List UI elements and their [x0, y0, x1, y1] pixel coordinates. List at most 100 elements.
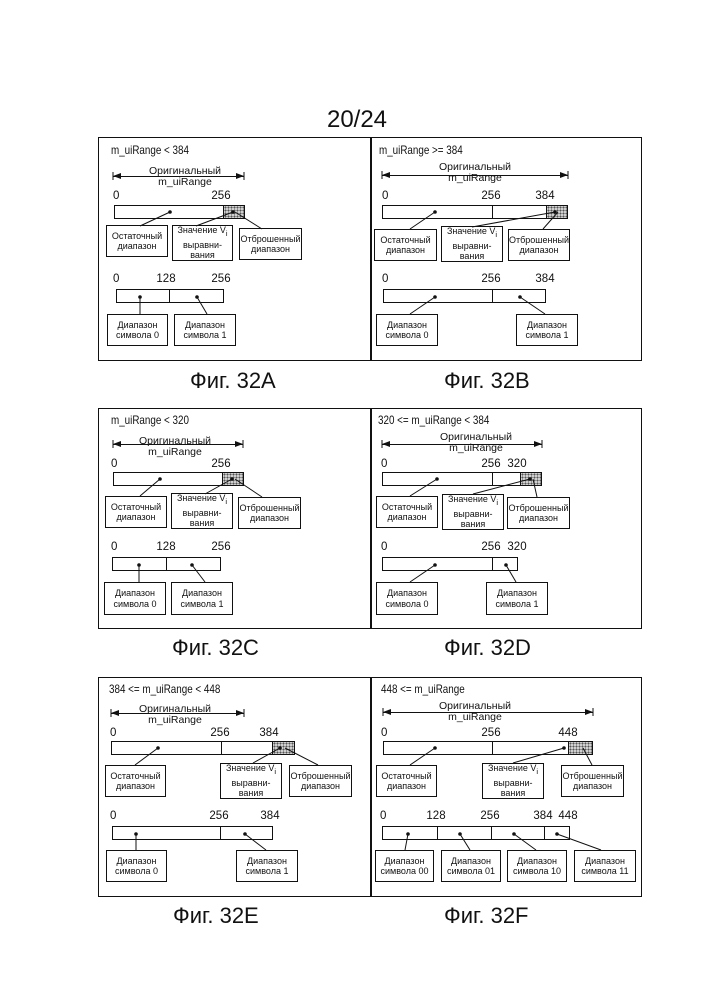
original-range-label: Оригинальныйm_uiRange	[415, 162, 535, 184]
original-range-arrow	[113, 176, 244, 177]
alignment-value-box: Значение Viвыравни-вания	[171, 493, 233, 529]
bar-divider	[437, 827, 438, 839]
symbol-1-box: Диапазонсимвола 1	[516, 314, 578, 346]
symbol-0-box: Диапазонсимвола 0	[106, 850, 167, 882]
tick-label: 128	[156, 273, 175, 285]
symbol-0-box: Диапазонсимвола 0	[376, 582, 438, 615]
range-bar	[111, 741, 295, 755]
tick-label: 256	[481, 273, 500, 285]
tick-label: 256	[211, 273, 230, 285]
original-range-label: Оригинальныйm_uiRange	[115, 704, 235, 726]
symbol-00-box: Диапазонсимвола 00	[375, 850, 434, 882]
original-range-arrow	[111, 713, 244, 714]
tick-label: 0	[381, 541, 387, 553]
discarded-area	[546, 206, 567, 218]
original-range-arrow	[382, 444, 542, 445]
condition-label: m_uiRange < 384	[111, 143, 189, 157]
discarded-area	[568, 742, 592, 754]
original-range-arrow	[113, 444, 243, 445]
symbol-range-bar	[383, 289, 546, 303]
tick-label: 0	[111, 541, 117, 553]
bar-divider	[492, 742, 493, 754]
bar-divider	[544, 827, 545, 839]
tick-label: 320	[507, 541, 526, 553]
residual-range-box: Остаточныйдиапазон	[374, 229, 437, 261]
condition-label: 448 <= m_uiRange	[381, 682, 465, 696]
tick-label: 256	[481, 458, 500, 470]
discarded-range-box: Отброшенныйдиапазон	[238, 497, 301, 529]
tick-label: 128	[156, 541, 175, 553]
original-range-label: Оригинальныйm_uiRange	[416, 432, 536, 454]
tick-label: 128	[426, 810, 445, 822]
bar-divider	[492, 473, 493, 485]
bar-divider	[166, 558, 167, 570]
figure-caption: Фиг. 32B	[444, 368, 530, 394]
symbol-11-box: Диапазонсимвола 11	[574, 850, 636, 882]
bar-divider	[221, 742, 222, 754]
range-bar	[382, 472, 542, 486]
range-bar	[113, 472, 244, 486]
tick-label: 256	[211, 190, 230, 202]
range-bar	[383, 741, 593, 755]
tick-label: 256	[481, 541, 500, 553]
tick-label: 0	[111, 458, 117, 470]
tick-label: 256	[480, 810, 499, 822]
symbol-range-bar	[382, 557, 518, 571]
symbol-range-bar	[116, 289, 224, 303]
tick-label: 0	[113, 273, 119, 285]
discarded-range-box: Отброшенныйдиапазон	[289, 765, 352, 797]
page-number: 20/24	[0, 106, 714, 134]
bar-divider	[169, 290, 170, 302]
symbol-10-box: Диапазонсимвола 10	[507, 850, 567, 882]
discarded-range-box: Отброшенныйдиапазон	[508, 229, 570, 261]
discarded-range-box: Отброшенныйдиапазон	[561, 765, 624, 797]
symbol-1-box: Диапазонсимвола 1	[174, 314, 236, 346]
figure-caption: Фиг. 32C	[172, 635, 259, 661]
tick-label: 256	[210, 727, 229, 739]
condition-label: 384 <= m_uiRange < 448	[109, 682, 220, 696]
tick-label: 0	[381, 727, 387, 739]
alignment-value-box: Значение Viвыравни-вания	[482, 763, 544, 799]
bar-divider	[220, 827, 221, 839]
tick-label: 0	[110, 727, 116, 739]
bar-divider	[491, 827, 492, 839]
symbol-1-box: Диапазонсимвола 1	[171, 582, 233, 615]
residual-range-box: Остаточныйдиапазон	[106, 225, 168, 257]
symbol-range-bar	[112, 826, 273, 840]
symbol-0-box: Диапазонсимвола 0	[376, 314, 438, 346]
tick-label: 448	[558, 810, 577, 822]
tick-label: 320	[507, 458, 526, 470]
symbol-0-box: Диапазонсимвола 0	[107, 314, 168, 346]
alignment-value-box: Значение Viвыравни-вания	[442, 494, 504, 530]
alignment-value-box: Значение Viвыравни-вания	[441, 226, 503, 262]
discarded-area	[272, 742, 294, 754]
original-range-label: Оригинальныйm_uiRange	[115, 436, 235, 458]
tick-label: 256	[481, 190, 500, 202]
tick-label: 256	[211, 541, 230, 553]
symbol-range-bar	[382, 826, 570, 840]
discarded-range-box: Отброшенныйдиапазон	[507, 497, 570, 529]
symbol-range-bar	[112, 557, 221, 571]
tick-label: 0	[382, 273, 388, 285]
tick-label: 0	[381, 458, 387, 470]
residual-range-box: Остаточныйдиапазон	[105, 496, 167, 528]
condition-label: m_uiRange < 320	[111, 413, 189, 427]
original-range-label: Оригинальныйm_uiRange	[125, 166, 245, 188]
original-range-arrow	[383, 712, 593, 713]
condition-label: 320 <= m_uiRange < 384	[378, 413, 489, 427]
tick-label: 384	[535, 273, 554, 285]
alignment-value-box: Значение Viвыравни-вания	[172, 225, 233, 261]
discarded-area	[223, 206, 244, 218]
figure-caption: Фиг. 32A	[190, 368, 276, 394]
residual-range-box: Остаточныйдиапазон	[376, 765, 437, 797]
tick-label: 256	[209, 810, 228, 822]
discarded-area	[222, 473, 243, 485]
residual-range-box: Остаточныйдиапазон	[105, 765, 166, 797]
figure-caption: Фиг. 32D	[444, 635, 531, 661]
bar-divider	[492, 290, 493, 302]
tick-label: 256	[481, 727, 500, 739]
figure-caption: Фиг. 32E	[173, 903, 259, 929]
tick-label: 384	[259, 727, 278, 739]
tick-label: 0	[380, 810, 386, 822]
bar-divider	[492, 206, 493, 218]
